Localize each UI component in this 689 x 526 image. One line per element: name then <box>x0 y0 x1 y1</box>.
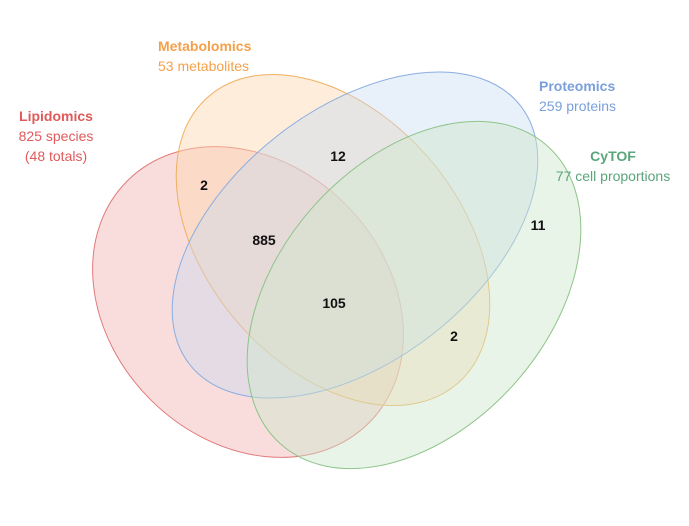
count-all-four: 105 <box>322 295 346 311</box>
count-cytof-only: 11 <box>531 217 546 233</box>
count-lipid-metab-prot: 885 <box>252 232 276 248</box>
metabolomics-count: 53 metabolites <box>158 58 250 74</box>
proteomics-ellipse <box>171 71 539 399</box>
cytof-ellipse <box>246 120 582 470</box>
proteomics-count: 259 proteins <box>539 98 617 114</box>
lipidomics-note: (48 totals) <box>24 148 88 164</box>
count-metab-prot: 12 <box>330 148 346 164</box>
metabolomics-label: Metabolomics 53 metabolites <box>158 36 251 76</box>
cytof-count: 77 cell proportions <box>555 168 671 184</box>
proteomics-title: Proteomics <box>539 78 616 94</box>
metabolomics-ellipse <box>175 73 491 407</box>
lipidomics-ellipse <box>92 146 404 458</box>
cytof-label: CyTOF 77 cell proportions <box>547 146 679 186</box>
lipidomics-count: 825 species <box>18 128 94 144</box>
count-metab-cytof: 2 <box>450 328 458 344</box>
metabolomics-title: Metabolomics <box>158 38 252 54</box>
proteomics-label: Proteomics 259 proteins <box>539 76 616 116</box>
count-lipid-metab: 2 <box>200 177 208 193</box>
lipidomics-label: Lipidomics 825 species (48 totals) <box>10 106 102 166</box>
cytof-title: CyTOF <box>590 148 636 164</box>
lipidomics-title: Lipidomics <box>19 108 93 124</box>
